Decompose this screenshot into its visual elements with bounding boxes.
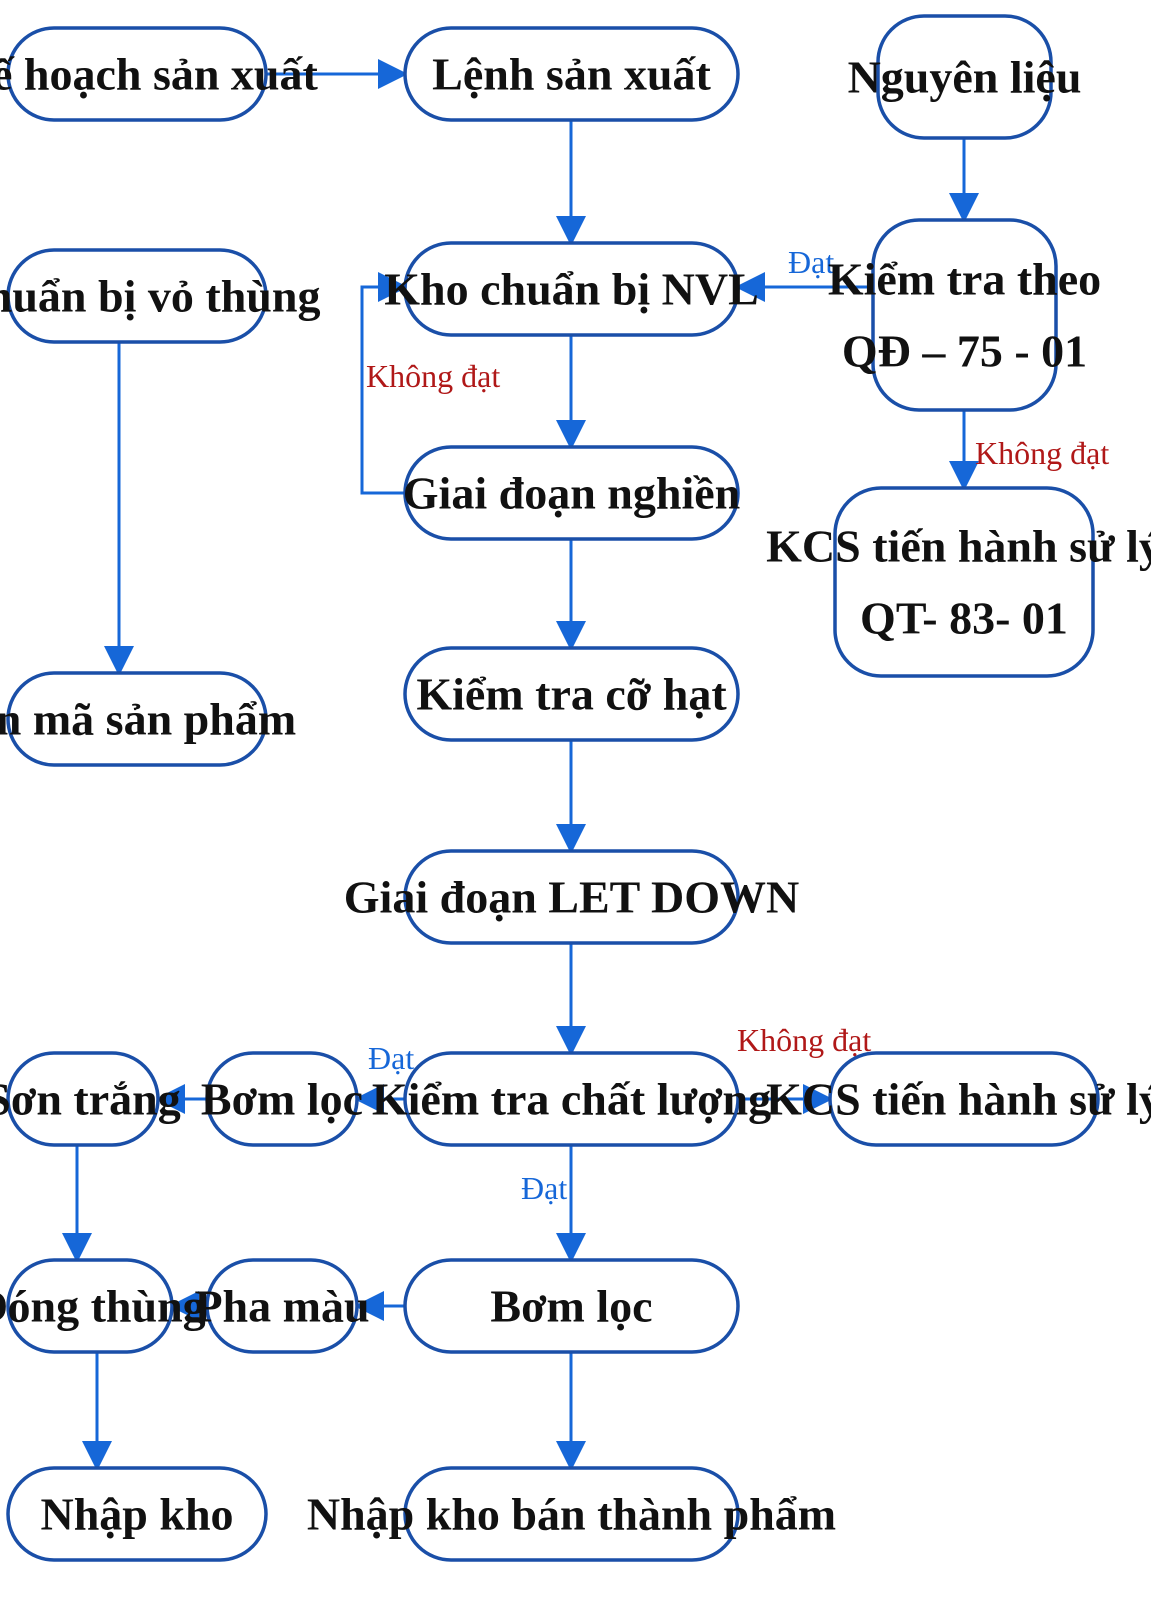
node-lenh: Lệnh sản xuất xyxy=(403,26,740,122)
node-ke-hoach: Kế hoạch sản xuất xyxy=(0,26,319,122)
node-box xyxy=(6,671,268,767)
node-box xyxy=(403,646,740,742)
node-label: Lệnh sản xuất xyxy=(432,49,711,100)
node-label: Bơm lọc xyxy=(490,1281,652,1332)
node-label: Giai đoạn LET DOWN xyxy=(344,872,799,923)
node-box xyxy=(403,241,740,337)
node-label: QĐ – 75 - 01 xyxy=(842,326,1087,377)
node-box xyxy=(403,1051,740,1147)
node-label: Giai đoạn nghiền xyxy=(403,468,740,519)
node-kiem-tra-co-hat: Kiểm tra cỡ hạt xyxy=(403,646,740,742)
node-label: Kiểm tra cỡ hạt xyxy=(416,669,727,720)
edge-label-fail: Không đạt xyxy=(737,1022,871,1058)
node-label: KCS tiến hành sử lý xyxy=(766,521,1151,572)
node-box xyxy=(6,1466,268,1562)
edge-label-pass: Đạt xyxy=(788,244,834,280)
node-box xyxy=(403,26,740,122)
node-kiem-tra-qd: Kiểm tra theo QĐ – 75 - 01 xyxy=(828,218,1101,412)
node-box xyxy=(876,14,1053,140)
node-box xyxy=(833,486,1095,678)
node-label: In mã sản phẩm xyxy=(0,694,296,745)
node-box xyxy=(205,1258,359,1354)
edges-layer xyxy=(62,59,979,1471)
node-chuan-bi-vo: Chuẩn bị vỏ thùng xyxy=(0,248,320,344)
node-box xyxy=(403,1466,740,1562)
node-box xyxy=(6,248,268,344)
node-nhap-kho: Nhập kho xyxy=(6,1466,268,1562)
node-label: KCS tiến hành sử lý xyxy=(766,1074,1151,1125)
node-kiem-tra-chat-luong: Kiểm tra chất lượng xyxy=(372,1051,771,1147)
node-box xyxy=(871,218,1058,412)
node-bom-loc-1: Bơm lọc xyxy=(201,1051,363,1147)
node-kho-nvl: Kho chuẩn bị NVL xyxy=(384,241,759,337)
node-let-down: Giai đoạn LET DOWN xyxy=(344,849,799,945)
nodes-layer: Kế hoạch sản xuất Lệnh sản xuất Nguyên liệ… xyxy=(0,14,1151,1562)
edge-label-pass: Đạt xyxy=(521,1170,567,1206)
node-label: Bơm lọc xyxy=(201,1074,363,1125)
edge-label-pass: Đạt xyxy=(368,1040,414,1076)
node-giai-doan-nghien: Giai đoạn nghiền xyxy=(403,445,740,541)
node-label: Nguyên liệu xyxy=(848,52,1082,103)
node-pha-mau: Pha màu xyxy=(194,1258,370,1354)
node-son-trang: Sơn trắng xyxy=(0,1051,181,1147)
node-box xyxy=(403,1258,740,1354)
node-box xyxy=(205,1051,359,1147)
edge-label-fail: Không đạt xyxy=(366,358,500,394)
node-nguyen-lieu: Nguyên liệu xyxy=(848,14,1082,140)
node-label: Pha màu xyxy=(194,1281,369,1332)
node-kcs-qt: KCS tiến hành sử lý QT- 83- 01 xyxy=(766,486,1151,678)
node-box xyxy=(6,26,268,122)
node-box xyxy=(403,849,740,945)
node-label: Kiểm tra chất lượng xyxy=(372,1074,771,1125)
node-nhap-kho-btp: Nhập kho bán thành phẩm xyxy=(307,1466,836,1562)
edge-giai-doan-nghien-to-kho-nvl xyxy=(360,272,408,495)
node-box xyxy=(403,445,740,541)
edge-label-fail: Không đạt xyxy=(975,435,1109,471)
node-bom-loc-2: Bơm lọc xyxy=(403,1258,740,1354)
node-dong-thung: Đóng thùng xyxy=(0,1258,206,1354)
node-label: QT- 83- 01 xyxy=(860,593,1068,644)
node-in-ma: In mã sản phẩm xyxy=(0,671,296,767)
node-label: Kiểm tra theo xyxy=(828,254,1101,305)
node-box xyxy=(828,1051,1100,1147)
node-kcs-2: KCS tiến hành sử lý xyxy=(766,1051,1151,1147)
node-label: Sơn trắng xyxy=(0,1074,181,1125)
node-label: Nhập kho xyxy=(40,1489,233,1540)
node-label: Kế hoạch sản xuất xyxy=(0,49,319,100)
node-box xyxy=(6,1051,160,1147)
node-box xyxy=(6,1258,174,1354)
node-label: Chuẩn bị vỏ thùng xyxy=(0,271,320,322)
node-label: Nhập kho bán thành phẩm xyxy=(307,1489,836,1540)
node-label: Kho chuẩn bị NVL xyxy=(384,264,759,315)
node-label: Đóng thùng xyxy=(0,1281,206,1332)
